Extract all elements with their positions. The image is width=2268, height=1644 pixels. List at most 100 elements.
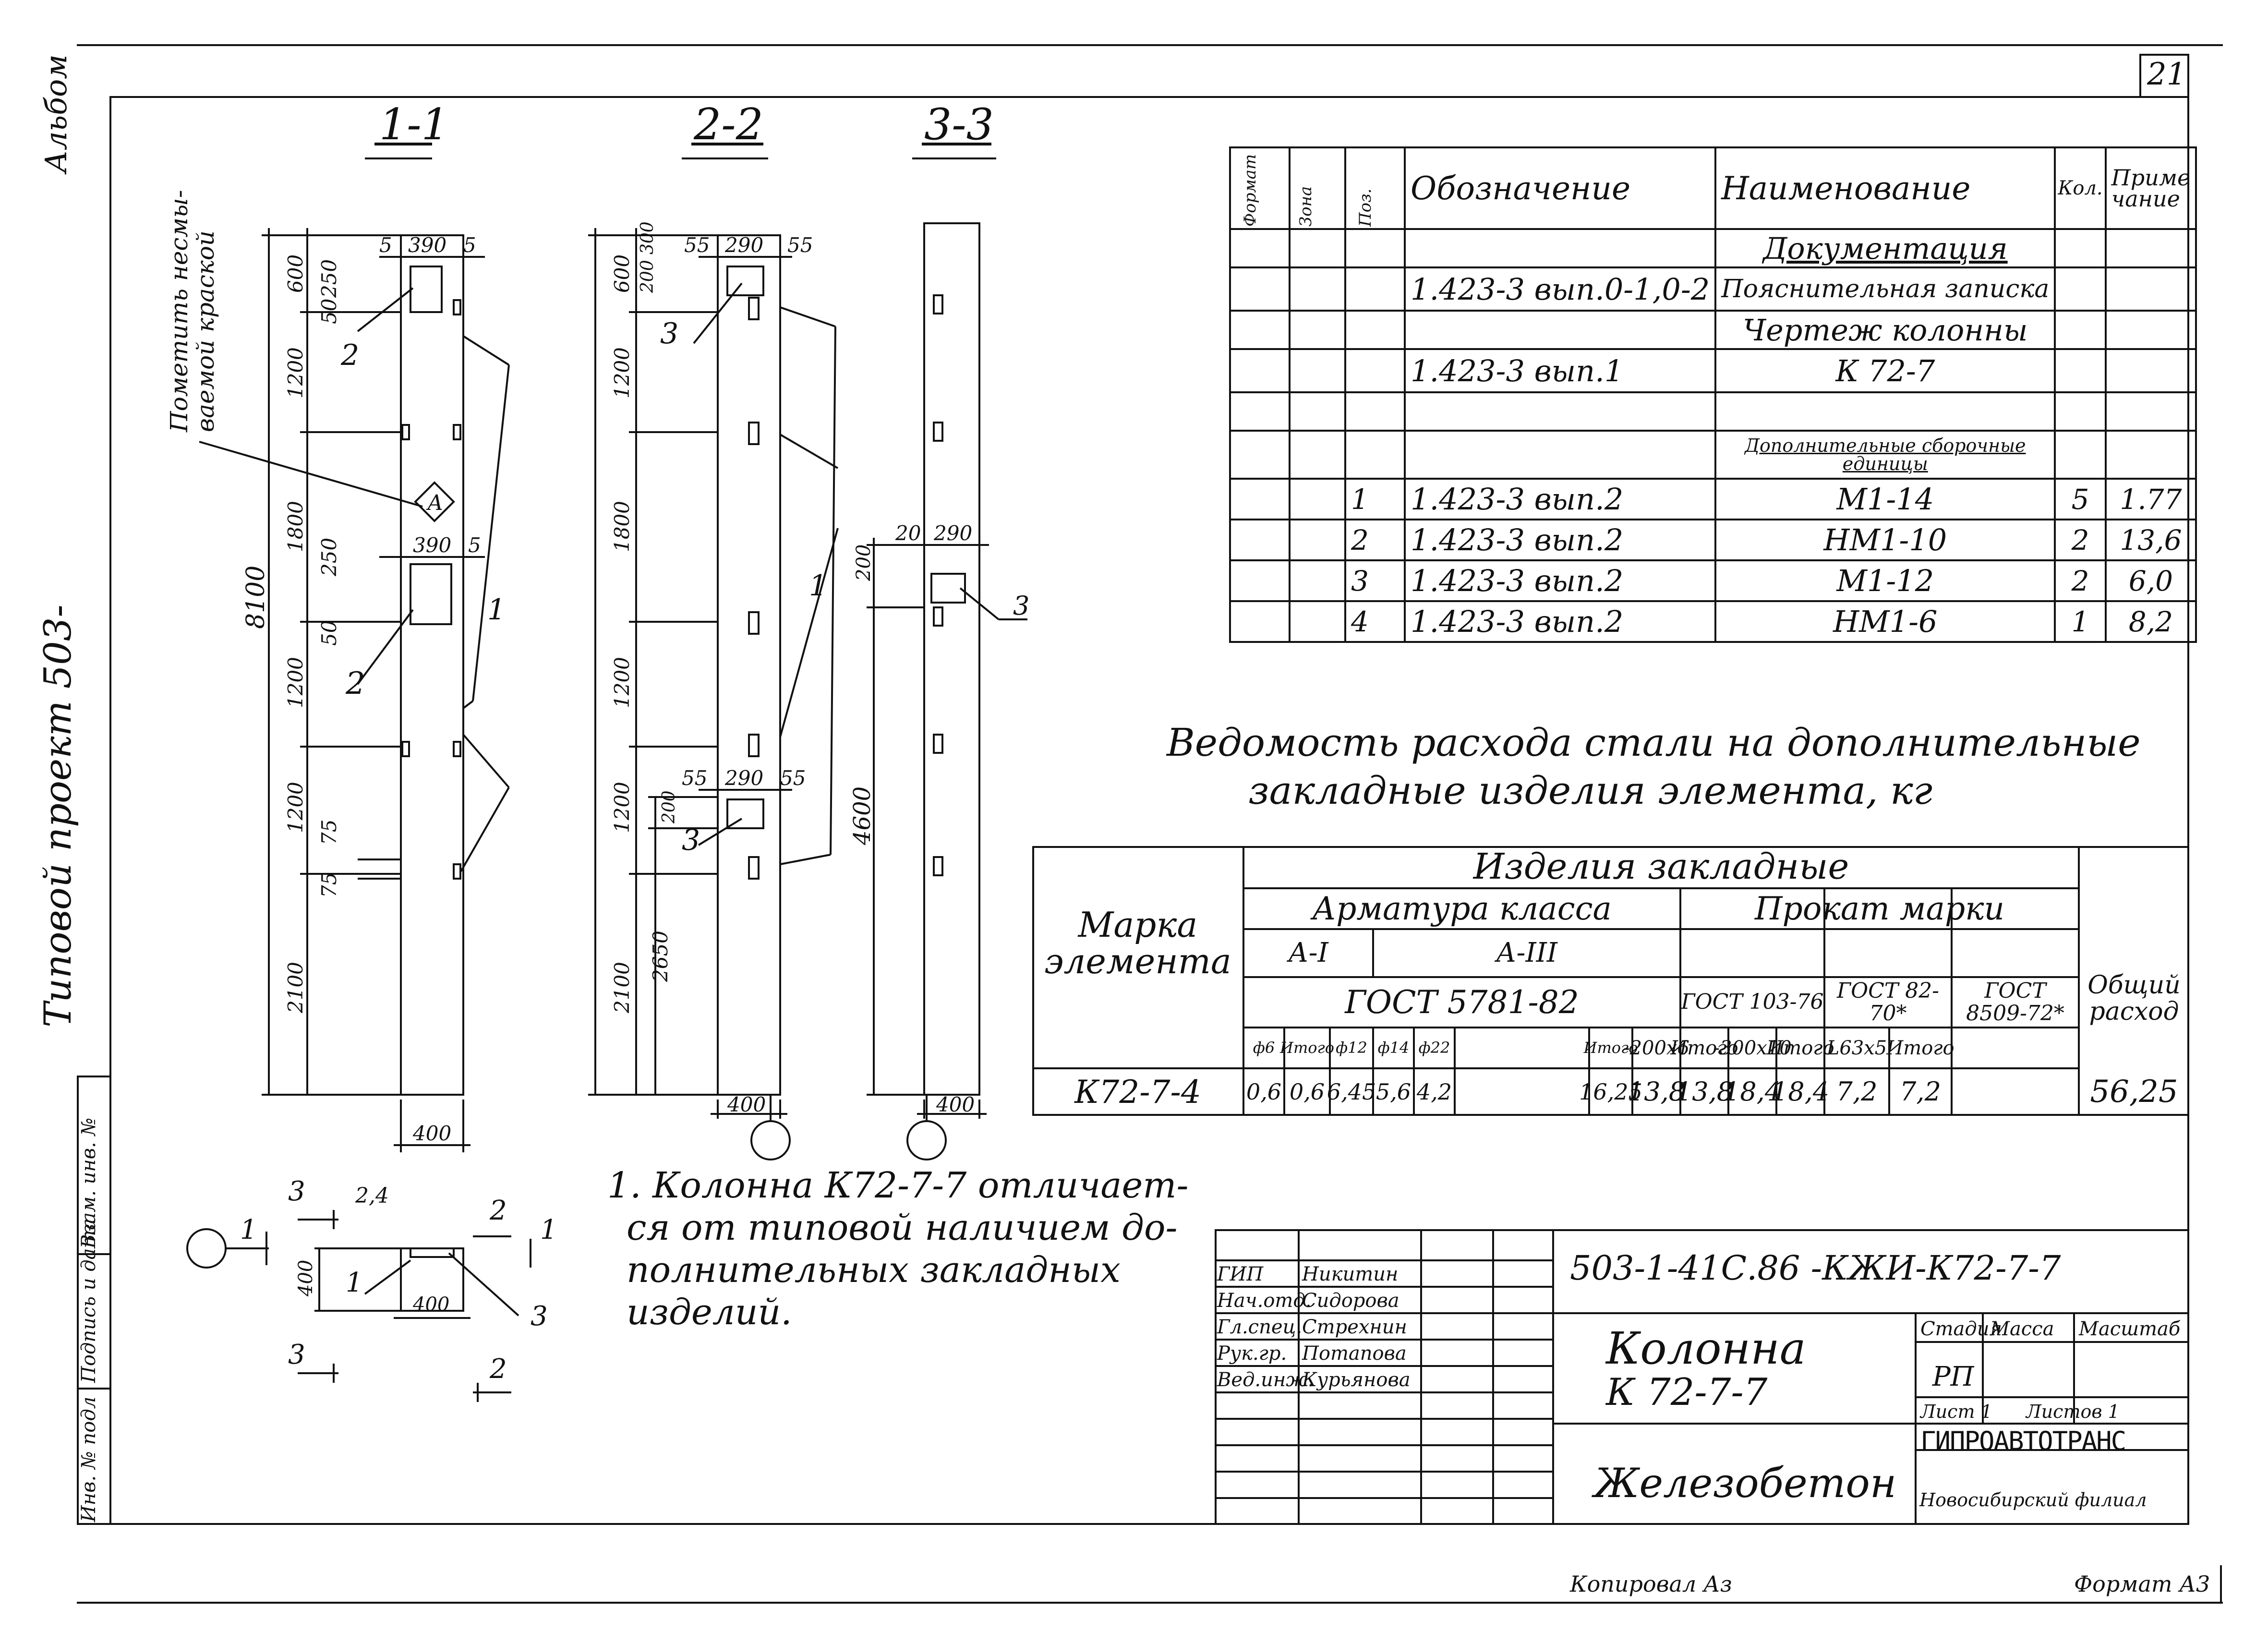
spec-cell-pos [1344, 228, 1406, 268]
steel-value: 7,2 [1900, 1076, 1941, 1107]
dim-label: 8100 [241, 566, 270, 629]
copied-by-label: Копировал [1570, 1571, 1697, 1597]
spec-cell-qty: 5 [2054, 478, 2107, 520]
spec-cell-format [1229, 228, 1291, 268]
paint-note-1: Пометить несмы- [165, 190, 193, 433]
steel-value: 6,45 [1327, 1079, 1376, 1105]
spec-cell-pos [1344, 391, 1406, 432]
pos-label: 3 [531, 1301, 548, 1332]
note-line-1: 1. Колонна К72-7-7 отличает- [607, 1165, 1189, 1206]
spec-cell-qty [2054, 266, 2107, 312]
spec-cell-name: Документация [1714, 228, 2056, 268]
pos-label: 3 [1013, 591, 1029, 621]
steel-total-header: Общий расход [2087, 971, 2181, 1026]
dim-label: 20 [895, 521, 921, 545]
note-line-2: ся от типовой наличием до- [627, 1207, 1178, 1248]
dim-label: 5 [463, 233, 476, 257]
pos-label: 2 [345, 666, 365, 701]
section-1-1-label: 1-1 [379, 99, 449, 150]
spec-cell-zone [1289, 519, 1346, 561]
dim-label: 4600 [849, 786, 876, 846]
spec-cell-zone [1289, 348, 1346, 393]
specification-table: Формат Зона Поз. Обозначение Наименовани… [1229, 146, 2197, 643]
paint-note-2: ваемой краской [192, 230, 219, 432]
steel-col-header: -200х6 [1623, 1037, 1689, 1059]
steel-group-header: Изделия закладные [1473, 846, 1849, 888]
dim-label: 290 [933, 521, 972, 545]
dim-label: 400 [412, 1293, 449, 1316]
cut-label: 3 [288, 1339, 305, 1370]
dim-label: 390 [408, 233, 446, 257]
dim-label: 200 [638, 260, 657, 293]
tb-role: ГИП [1217, 1263, 1264, 1285]
stage-value: РП [1932, 1361, 1974, 1392]
dim-label: 75 [317, 872, 341, 898]
steel-value: 16,25 [1579, 1079, 1642, 1105]
steel-col-header: ф6 [1253, 1038, 1275, 1057]
spec-cell-qty [2054, 430, 2107, 480]
steel-value: 13,8 [1675, 1076, 1734, 1107]
spec-cell-designation [1403, 391, 1717, 432]
dim-label: 290 [724, 766, 763, 790]
steel-value: 4,2 [1416, 1079, 1452, 1105]
spec-cell-pos [1344, 430, 1406, 480]
tb-role: Гл.спец. [1217, 1316, 1303, 1338]
spec-header-designation: Обозначение [1403, 146, 1717, 230]
steel-class-aiii: А-III [1496, 937, 1557, 968]
spec-cell-name: НМ1-10 [1714, 519, 2056, 561]
dim-label: 2650 [649, 931, 672, 982]
pos-label: 1 [346, 1267, 363, 1298]
steel-value: 13,8 [1627, 1076, 1686, 1107]
spec-header-format: Формат [1229, 146, 1291, 230]
dim-label: 600 [284, 254, 307, 293]
spec-cell-designation: 1.423-3 вып.2 [1403, 600, 1717, 643]
right-trim-line [2220, 1565, 2222, 1604]
spec-cell-name: Чертеж колонны [1714, 310, 2056, 350]
spec-cell-qty: 2 [2054, 559, 2107, 602]
dim-label: 55 [787, 233, 813, 257]
side-stamp-divider [77, 1253, 111, 1255]
cut-label: 2 [489, 1354, 507, 1385]
sheet-number-box [2139, 54, 2189, 98]
spec-cell-zone [1289, 228, 1346, 268]
spec-cell-qty [2054, 348, 2107, 393]
material: Железобетон [1594, 1460, 1897, 1507]
spec-cell-pos: 1 [1344, 478, 1406, 520]
side-stamp-divider [77, 1388, 111, 1390]
steel-col-header: Итого [1766, 1037, 1834, 1059]
steel-col-header: Итого [1280, 1038, 1334, 1057]
cut-label: 3 [288, 1176, 305, 1207]
spec-cell-qty [2054, 391, 2107, 432]
dim-label: 390 [413, 533, 451, 557]
steel-col-header: L63х5 [1826, 1037, 1887, 1059]
spec-cell-name: М1-14 [1714, 478, 2056, 520]
spec-cell-pos [1344, 266, 1406, 312]
spec-cell-name [1714, 391, 2056, 432]
dim-label: 55 [682, 766, 707, 790]
tb-person: Никитин [1302, 1263, 1399, 1285]
bottom-trim-line [77, 1602, 2223, 1604]
dim-label: 2100 [284, 962, 307, 1014]
spec-cell-zone [1289, 266, 1346, 312]
spec-cell-designation: 1.423-3 вып.1 [1403, 348, 1717, 393]
spec-cell-name: М1-12 [1714, 559, 2056, 602]
spec-cell-format [1229, 310, 1291, 350]
dim-label: 200 [659, 790, 679, 824]
spec-cell-note [2104, 266, 2197, 312]
scale-label: Масштаб [2079, 1318, 2181, 1340]
cut-label: 2 [489, 1195, 507, 1226]
dim-label: 1800 [610, 501, 634, 552]
spec-cell-qty: 2 [2054, 519, 2107, 561]
spec-header-zone: Зона [1289, 146, 1346, 230]
pos-label: 2 [340, 338, 359, 372]
pos-label: 1 [809, 569, 827, 603]
dim-label: 75 [317, 820, 341, 845]
spec-cell-name: НМ1-6 [1714, 600, 2056, 643]
title-block [1215, 1229, 2189, 1525]
steel-gost-rebar: ГОСТ 5781-82 [1345, 983, 1579, 1021]
steel-value: 7,2 [1836, 1076, 1878, 1107]
tb-role: Вед.инж. [1217, 1369, 1314, 1391]
